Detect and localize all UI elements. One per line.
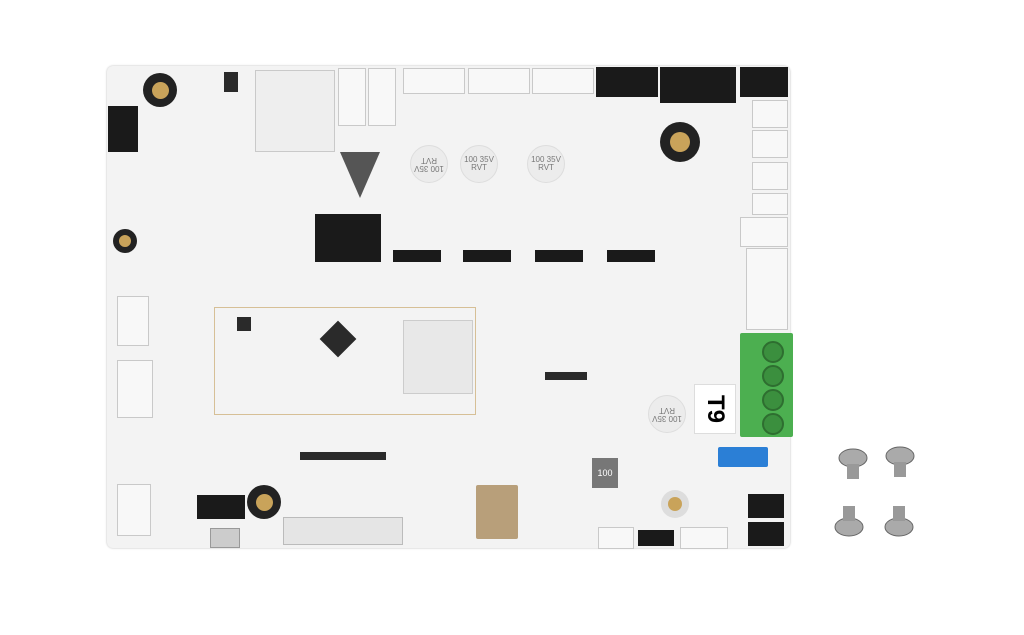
connector-black (748, 494, 784, 518)
screw (885, 446, 915, 477)
connector-black (108, 106, 138, 152)
pin-header (315, 214, 381, 262)
connector-black (740, 67, 788, 97)
ribbon-connector (283, 517, 403, 545)
chip (300, 452, 386, 460)
connector (117, 484, 151, 536)
pin-header (607, 250, 655, 262)
processor (403, 320, 473, 394)
connector (532, 68, 594, 94)
capacitor: 100 35V RVT (460, 145, 498, 183)
screw (838, 448, 868, 479)
connector (740, 217, 788, 247)
screw (834, 506, 864, 537)
mounting-hole (143, 73, 177, 107)
capacitor: 100 35V RVT (648, 395, 686, 433)
connector-black (638, 530, 674, 546)
connector (752, 162, 788, 190)
chip (237, 317, 251, 331)
pin-header (393, 250, 441, 262)
pin-header (535, 250, 583, 262)
capacitor: 100 35V RVT (410, 145, 448, 183)
connector (598, 527, 634, 549)
mounting-hole (113, 229, 137, 253)
connector-black (197, 495, 245, 519)
connector (403, 68, 465, 94)
usb-port (210, 528, 240, 548)
pin-header (463, 250, 511, 262)
connector-black (660, 67, 736, 103)
capacitor: 100 35V RVT (527, 145, 565, 183)
connector-black (748, 522, 784, 546)
mounting-hole (247, 485, 281, 519)
ethernet-area (255, 70, 335, 152)
inductor: 100 (592, 458, 618, 488)
terminal-block (740, 333, 793, 437)
wifi-module (476, 485, 518, 539)
chip (224, 72, 238, 92)
chip (545, 372, 587, 380)
connector (680, 527, 728, 549)
mounting-hole (660, 122, 700, 162)
connector (468, 68, 530, 94)
connector (752, 100, 788, 128)
board-outline (214, 307, 476, 415)
connector (368, 68, 396, 126)
connector (746, 248, 788, 330)
mounting-hole (661, 490, 689, 518)
board-id-label: T9 (694, 384, 736, 434)
connector (338, 68, 366, 126)
connector (752, 193, 788, 215)
connector (117, 296, 149, 346)
blue-sticker (718, 447, 768, 467)
connector (752, 130, 788, 158)
screw (884, 506, 914, 537)
connector (117, 360, 153, 418)
connector-black (596, 67, 658, 97)
